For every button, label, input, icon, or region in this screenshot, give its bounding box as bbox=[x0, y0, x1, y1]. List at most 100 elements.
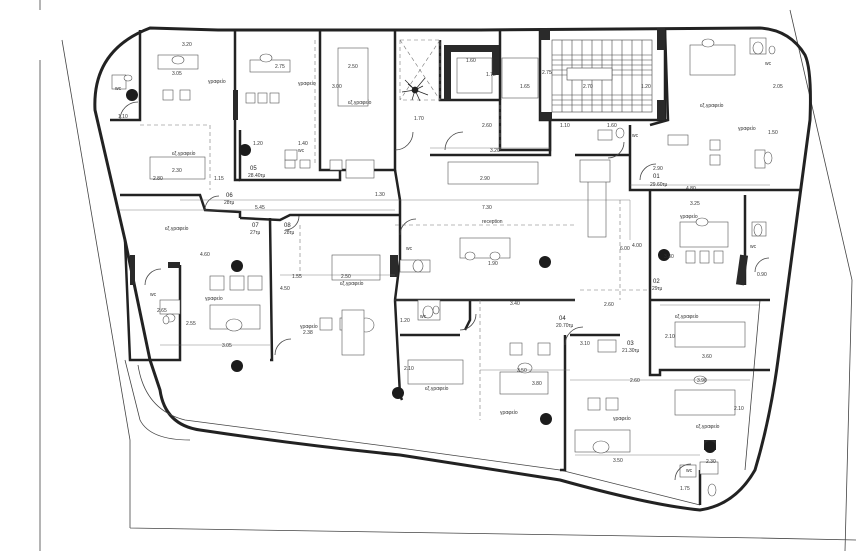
dim-label: 2.65 bbox=[157, 308, 167, 314]
dim-label: 5.45 bbox=[255, 205, 265, 211]
dim-label: 3.25 bbox=[690, 201, 700, 207]
unit-area: 20.70τμ bbox=[556, 323, 573, 329]
dim-label: 1.20 bbox=[641, 84, 651, 90]
unit-labels: 01 29.60τμ 02 29τμ 03 21.30τμ 04 20.70τμ… bbox=[224, 166, 667, 354]
dim-label: 3.05 bbox=[222, 343, 232, 349]
dim-label: 2.50 bbox=[341, 274, 351, 280]
dim-label: 4.60 bbox=[200, 252, 210, 258]
room-label-office: γραφείο bbox=[205, 296, 223, 302]
dim-label: 3.05 bbox=[172, 71, 182, 77]
dim-label: 1.60 bbox=[607, 123, 617, 129]
dim-label: 1.10 bbox=[560, 123, 570, 129]
dim-label: 1.20 bbox=[400, 318, 410, 324]
dim-label: 3.80 bbox=[532, 381, 542, 387]
room-label-wc: wc bbox=[406, 246, 413, 252]
dim-label: 3.00 bbox=[332, 84, 342, 90]
dimension-labels: 3.20 3.05 1.10 2.80 2.30 1.15 2.75 2.50 … bbox=[118, 42, 783, 492]
room-label-meeting: εξ.γραφείο bbox=[172, 151, 196, 157]
dim-label: 2.60 bbox=[482, 123, 492, 129]
room-label-wc: wc bbox=[420, 314, 427, 320]
room-label-office: γραφείο bbox=[208, 79, 226, 85]
dim-label: 3.20 bbox=[182, 42, 192, 48]
room-label-office: γραφείο bbox=[300, 324, 318, 330]
dim-label: 2.50 bbox=[348, 64, 358, 70]
dim-label: 1.30 bbox=[375, 192, 385, 198]
room-label-meeting: εξ.γραφείο bbox=[675, 314, 699, 320]
dim-label: 3.50 bbox=[517, 368, 527, 374]
dim-label: 1.20 bbox=[253, 141, 263, 147]
dim-label: 1.10 bbox=[118, 114, 128, 120]
dim-label: 2.10 bbox=[734, 406, 744, 412]
dim-label: 1.15 bbox=[214, 176, 224, 182]
unit-area: 29τμ bbox=[652, 286, 663, 292]
room-label-office: γραφείο bbox=[298, 81, 316, 87]
room-label-wc: wc bbox=[298, 148, 305, 154]
dim-label: 1.70 bbox=[414, 116, 424, 122]
door-swings bbox=[119, 101, 770, 481]
dim-label: 2.90 bbox=[480, 176, 490, 182]
unit-id: 08 bbox=[284, 223, 291, 229]
plant-icon bbox=[401, 77, 429, 102]
dim-label: 1.75 bbox=[680, 486, 690, 492]
dim-label: 2.55 bbox=[186, 321, 196, 327]
dim-label: 2.60 bbox=[630, 378, 640, 384]
room-label-office: γραφείο bbox=[680, 214, 698, 220]
dim-label: 2.75 bbox=[542, 70, 552, 76]
service-boxes bbox=[456, 57, 539, 99]
dim-label: 2.90 bbox=[653, 166, 663, 172]
dim-label: 2.10 bbox=[404, 366, 414, 372]
unit-area: 28τμ bbox=[284, 230, 295, 236]
room-label-office: γραφείο bbox=[613, 416, 631, 422]
hidden-edges bbox=[140, 40, 650, 420]
room-label-reception: reception bbox=[482, 219, 503, 225]
dim-label: 3.80 bbox=[664, 254, 674, 260]
room-label-meeting: εξ.γραφείο bbox=[425, 386, 449, 392]
dim-label: 4.80 bbox=[686, 186, 696, 192]
dim-label: 1.60 bbox=[466, 58, 476, 64]
room-label-wc: wc bbox=[115, 86, 122, 92]
unit-area: 27τμ bbox=[250, 230, 261, 236]
dim-label: 1.55 bbox=[292, 274, 302, 280]
dim-label: 4.00 bbox=[632, 243, 642, 249]
dim-label: 1.72 bbox=[486, 72, 496, 78]
dim-label: 2.70 bbox=[583, 84, 593, 90]
dim-label: 1.40 bbox=[298, 141, 308, 147]
unit-id: 06 bbox=[226, 193, 233, 199]
room-label-meeting: εξ.γραφείο bbox=[348, 100, 372, 106]
unit-id: 03 bbox=[627, 341, 634, 347]
dim-label: 1.50 bbox=[768, 130, 778, 136]
dim-label: 3.60 bbox=[702, 354, 712, 360]
dim-label: 0.90 bbox=[757, 272, 767, 278]
unit-area: 21.30τμ bbox=[622, 348, 639, 354]
dim-label: 2.75 bbox=[275, 64, 285, 70]
room-label-wc: wc bbox=[750, 244, 757, 250]
dim-label: 2.38 bbox=[303, 330, 313, 336]
dim-label: 2.30 bbox=[706, 459, 716, 465]
room-label-meeting: εξ.γραφείο bbox=[165, 226, 189, 232]
room-label-meeting: εξ.γραφείο bbox=[340, 281, 364, 287]
room-label-office: γραφείο bbox=[500, 410, 518, 416]
unit-id: 04 bbox=[559, 316, 566, 322]
room-label-meeting: εξ.γραφείο bbox=[700, 103, 724, 109]
dim-label: 3.10 bbox=[580, 341, 590, 347]
room-label-meeting: εξ.γραφείο bbox=[696, 424, 720, 430]
room-labels: wc γραφείο εξ.γραφείο γραφείο εξ.γραφείο… bbox=[115, 61, 772, 474]
dim-label: 2.10 bbox=[665, 334, 675, 340]
unit-area: 28.40τμ bbox=[248, 173, 265, 179]
round-columns bbox=[126, 89, 716, 453]
building-outline bbox=[93, 26, 812, 512]
unit-id: 02 bbox=[653, 279, 660, 285]
unit-id: 01 bbox=[653, 174, 660, 180]
interior-walls bbox=[110, 29, 800, 505]
dim-label: 2.30 bbox=[172, 168, 182, 174]
dimension-lines bbox=[120, 147, 770, 456]
dim-label: 1.90 bbox=[488, 261, 498, 267]
furniture bbox=[111, 37, 776, 497]
unit-area: 29.60τμ bbox=[650, 182, 667, 188]
site-boundary bbox=[39, 0, 856, 551]
room-label-office: γραφείο bbox=[738, 126, 756, 132]
unit-id: 07 bbox=[252, 223, 259, 229]
dim-label: 2.60 bbox=[604, 302, 614, 308]
dim-label: 7.30 bbox=[482, 205, 492, 211]
